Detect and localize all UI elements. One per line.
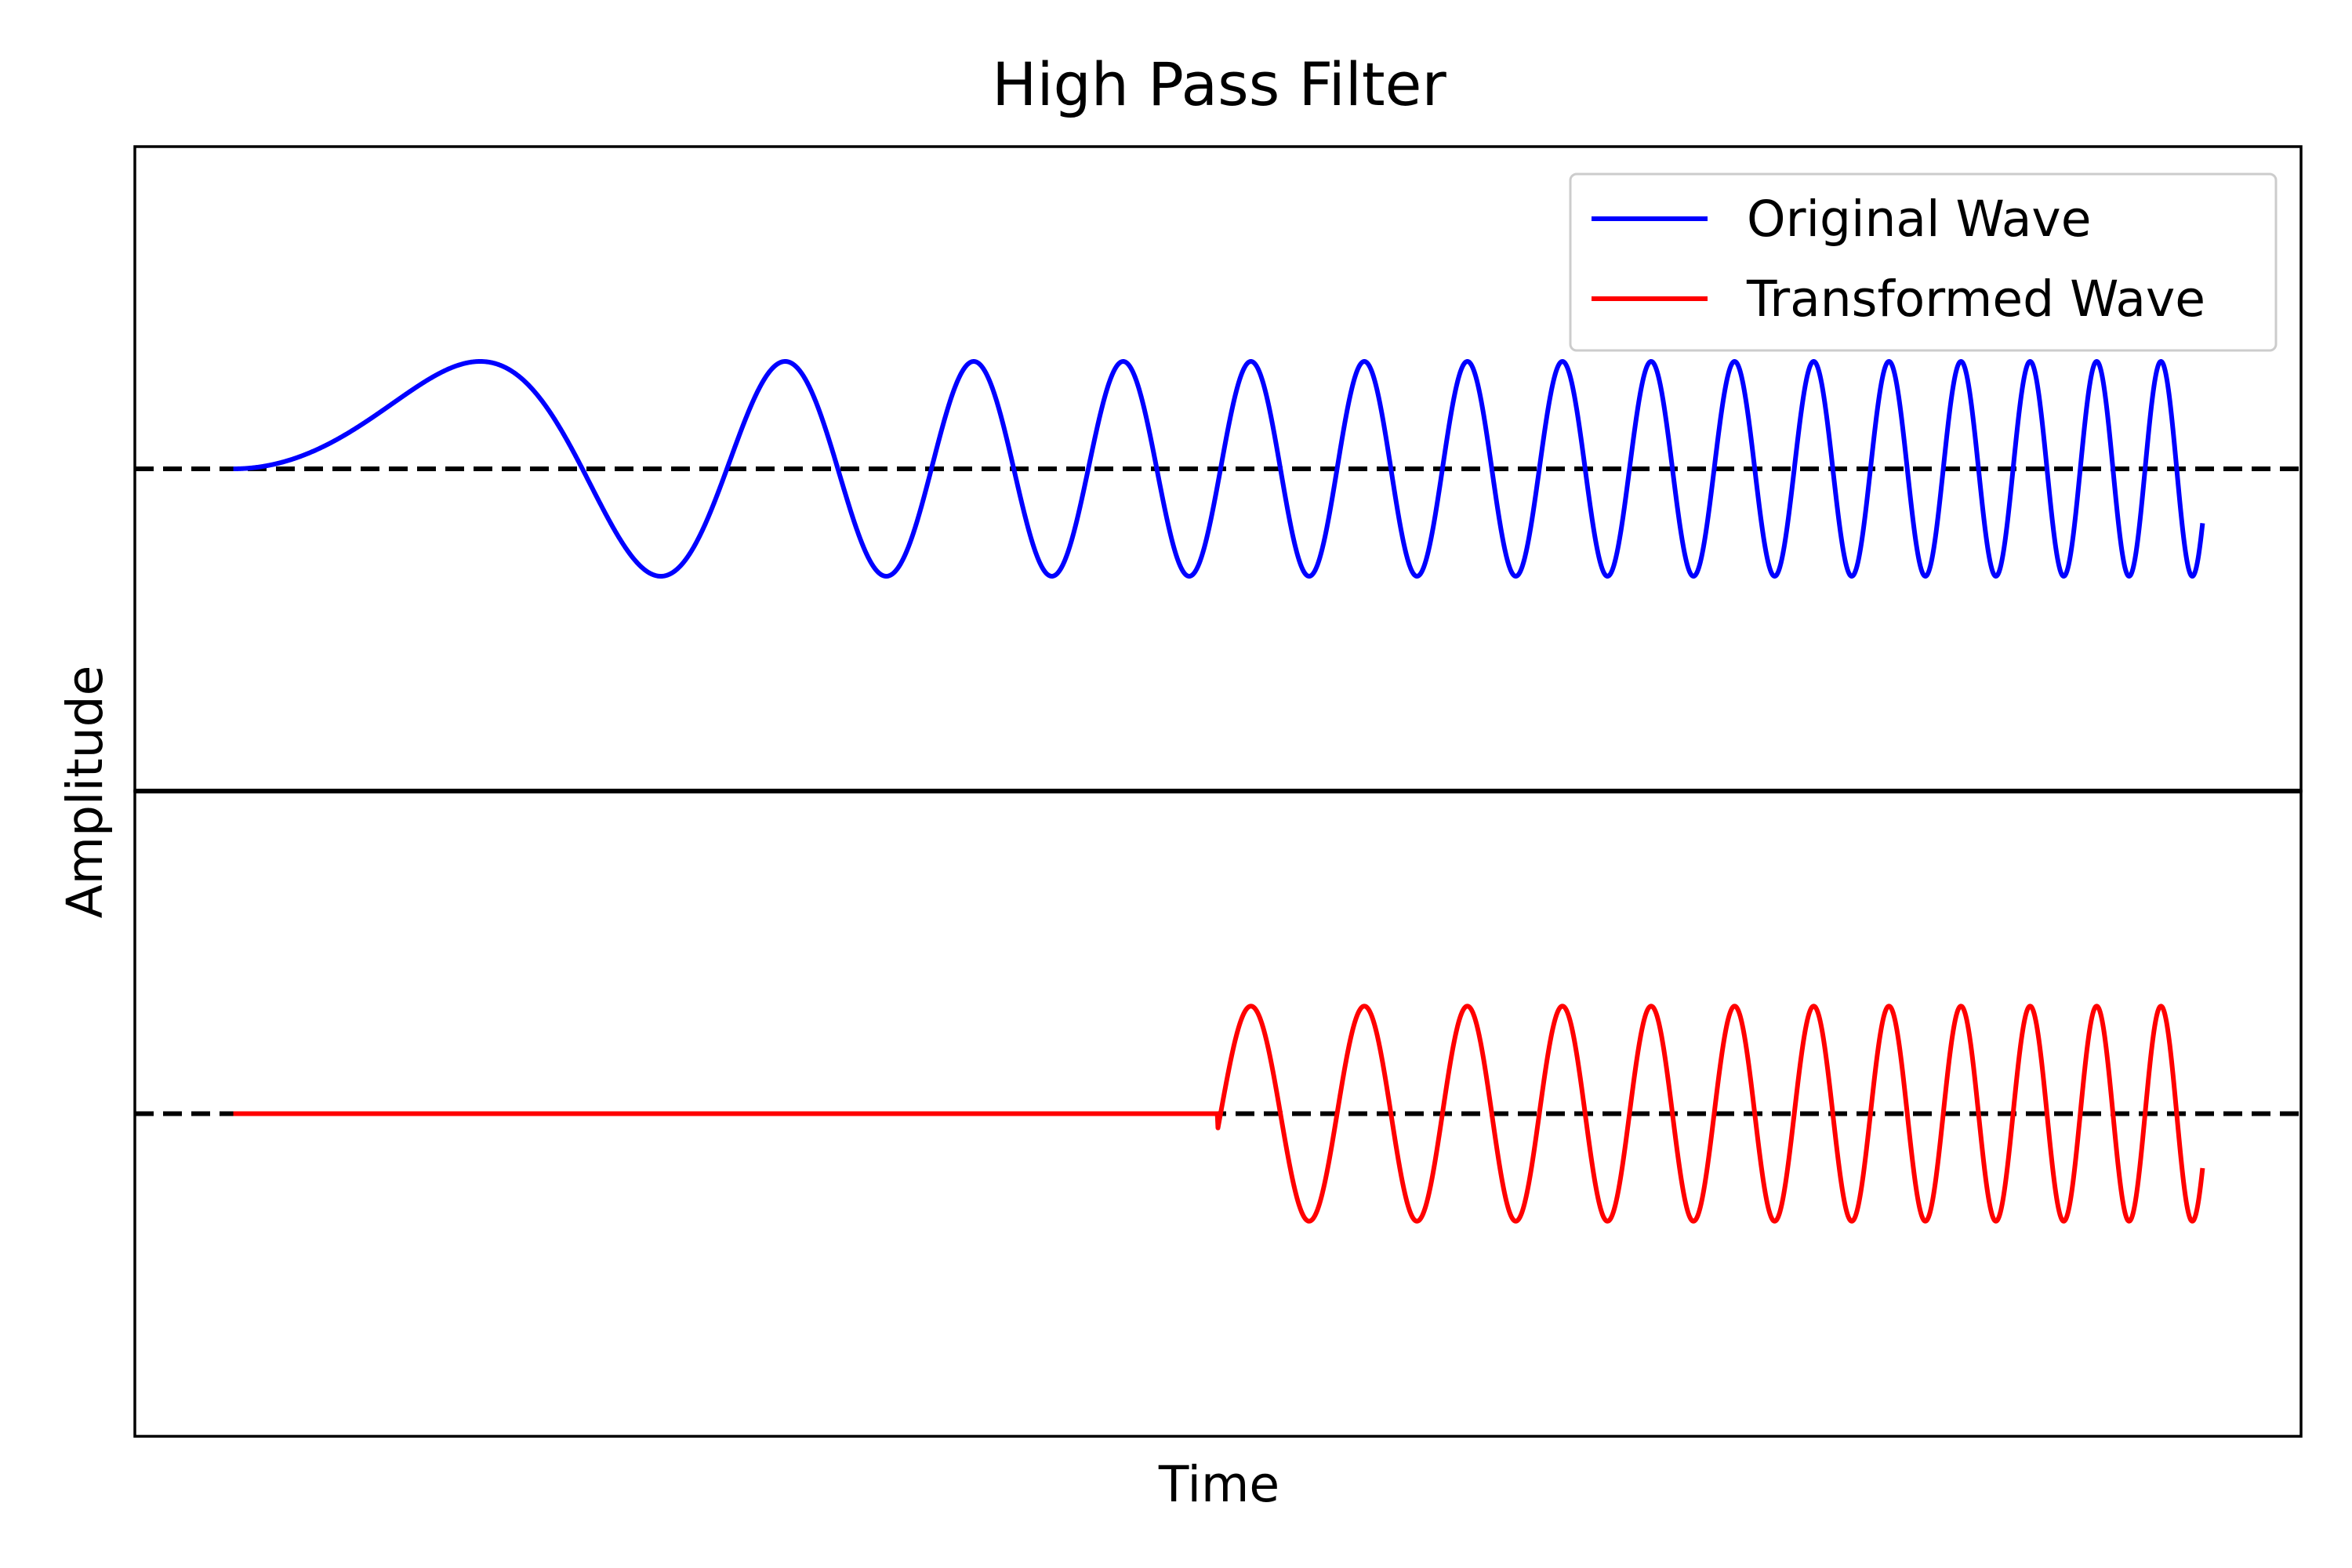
legend: Original Wave Transformed Wave	[1569, 172, 2278, 352]
legend-label-transformed: Transformed Wave	[1746, 270, 2205, 328]
legend-label-original: Original Wave	[1747, 191, 2091, 248]
legend-frame	[1569, 172, 2278, 352]
y-axis-label: Amplitude	[56, 666, 114, 919]
transformed-wave-line	[231, 1004, 2205, 1224]
chart-title: High Pass Filter	[992, 49, 1446, 119]
original-wave-line	[231, 359, 2205, 579]
x-axis-label: Time	[1158, 1456, 1279, 1513]
